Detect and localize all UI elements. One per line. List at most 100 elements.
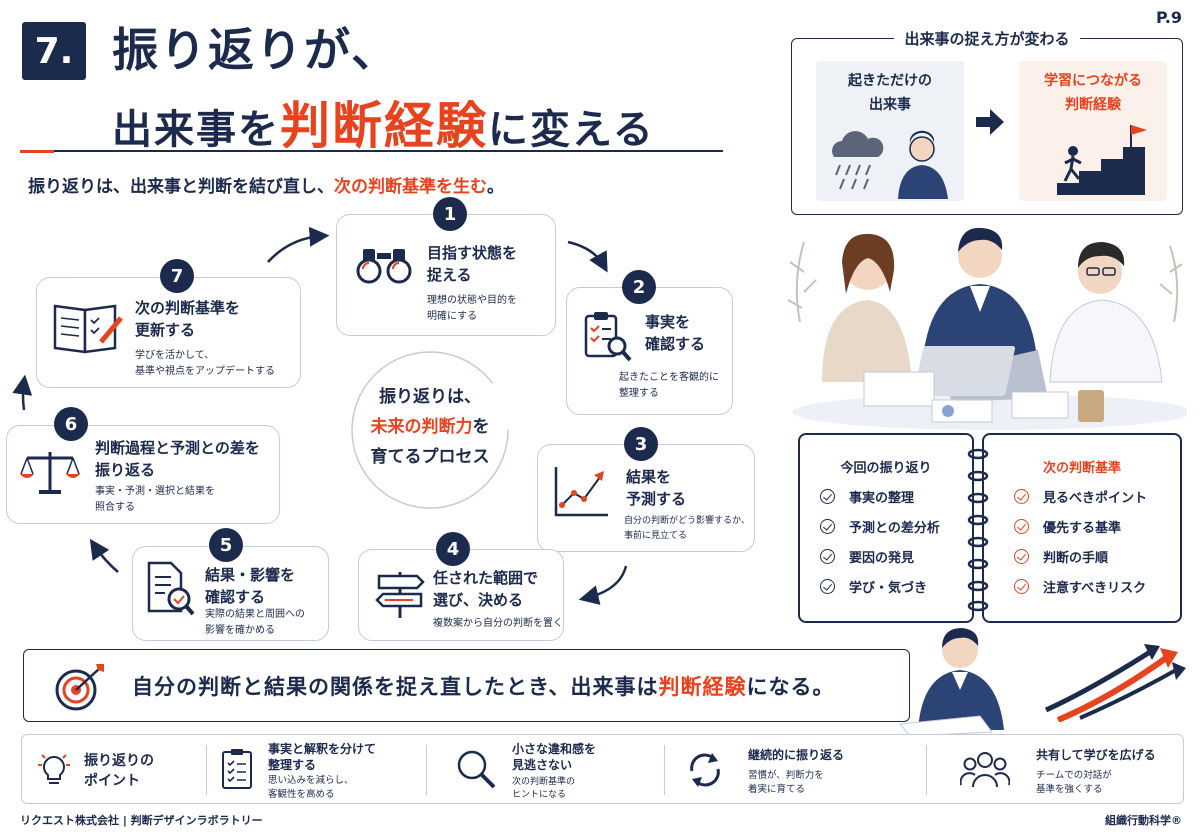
notebook-right-item: 優先する基準: [1014, 517, 1121, 536]
arrow-right-icon: [976, 109, 1004, 135]
divider: [206, 745, 207, 795]
before-label-1: 起きただけの: [848, 73, 932, 89]
step-1-title-1: 目指す状態を: [427, 244, 518, 262]
step-number-3: 3: [624, 427, 658, 461]
check-circle-icon: [1014, 489, 1029, 504]
title-line-1: 振り返りが、: [112, 23, 400, 77]
step-3-title-1: 結果を: [626, 468, 672, 486]
target-icon: [55, 664, 104, 711]
footer-brand: 組織行動科学®: [1105, 814, 1182, 827]
check-circle-icon: [820, 579, 835, 594]
notebook-left-title: 今回の振り返り: [840, 461, 932, 476]
step-4-title-1: 任された範囲で: [433, 569, 539, 587]
step-4-desc-1: 複数案から自分の判断を置く: [433, 618, 563, 629]
step-7-desc-1: 学びを活かして、: [135, 350, 215, 361]
step-7-title-2: 更新する: [135, 321, 196, 339]
point-item-heading: 振り返りの ポイント: [22, 735, 212, 805]
notebook-right-item: 見るべきポイント: [1014, 487, 1147, 506]
step-5-desc-1: 実際の結果と周囲への: [205, 609, 305, 620]
step-card-5: 結果・影響を 確認する 実際の結果と周囲への 影響を確かめる: [132, 546, 329, 641]
divider: [426, 745, 427, 795]
before-panel: 起きただけの出来事: [816, 61, 964, 201]
cycle-arrows-icon: [690, 753, 720, 787]
step-3-title-2: 予測する: [626, 490, 687, 508]
step-6-title-1: 判断過程と予測との差を: [95, 439, 260, 457]
subtitle-pre: 振り返りは、出来事と判断を結び直し、: [28, 177, 334, 197]
stairs-flag-illustration: [1057, 125, 1147, 195]
lightbulb-icon: [38, 754, 70, 784]
step-2-title-1: 事実を: [645, 313, 691, 331]
step-card-7: 次の判断基準を 更新する 学びを活かして、 基準や視点をアップデートする: [36, 277, 301, 388]
step-1-desc-1: 理想の状態や目的を: [427, 295, 517, 306]
binoculars-icon: [356, 249, 412, 284]
point-4-title-1: 共有して学びを広げる: [1036, 748, 1156, 762]
step-3-desc-2: 事前に見立てる: [624, 531, 688, 541]
divider: [926, 745, 927, 795]
arrow-5-to-6: [89, 538, 119, 573]
man-writing-illustration: [899, 628, 1004, 736]
step-card-4: 任された範囲で 選び、決める 複数案から自分の判断を置く: [358, 549, 564, 641]
checklist-icon: [222, 749, 252, 789]
title-line-2-post: に変える: [488, 107, 655, 153]
team-icon: [960, 752, 1010, 788]
point-4-desc-1: チームでの対話が: [1036, 770, 1112, 781]
point-3-title-1: 継続的に振り返る: [748, 748, 845, 762]
title-underline: [20, 150, 723, 153]
notebook-left-item: 要因の発見: [820, 547, 914, 566]
key-message-emphasis: 判断経験: [658, 675, 747, 699]
point-item: 共有して学びを広げる チームでの対話が 基準を強くする: [928, 735, 1183, 805]
step-2-desc-2: 整理する: [619, 388, 659, 399]
step-number-4: 4: [436, 532, 470, 566]
point-3-desc-2: 着実に育てる: [748, 784, 806, 795]
step-number-7: 7: [160, 259, 194, 293]
point-1-title-2: 整理する: [268, 758, 317, 772]
notebook-right-item: 注意すべきリスク: [1014, 577, 1146, 596]
rain-cloud-person-illustration: [832, 130, 948, 199]
perception-box-title: 出来事の捉え方が変わる: [894, 30, 1080, 48]
notebook-left-item: 学び・気づき: [820, 577, 927, 596]
section-number-badge: 7.: [22, 22, 86, 80]
title-underline-accent: [20, 150, 54, 153]
point-0-title-1: 振り返りの: [84, 753, 154, 769]
check-circle-icon: [1014, 519, 1029, 534]
point-item: 事実と解釈を分けて 整理する 思い込みを減らし、 客観性を高める: [208, 735, 422, 805]
point-2-desc-2: ヒントになる: [512, 790, 567, 800]
step-6-desc-1: 事実・予測・選択と結果を: [95, 486, 215, 497]
step-number-2: 2: [622, 270, 656, 304]
cycle-center-line-2: 未来の判断力を: [355, 412, 505, 442]
divider: [664, 745, 665, 795]
key-message-box: 自分の判断と結果の関係を捉え直したとき、出来事は判断経験になる。: [23, 649, 910, 722]
after-label-1: 学習につながる: [1044, 73, 1142, 89]
after-label-2: 判断経験: [1065, 97, 1121, 113]
check-circle-icon: [820, 519, 835, 534]
reflection-points-strip: 振り返りの ポイント 事実と解釈を分けて 整理する 思い込みを減らし、 客観性を…: [21, 734, 1184, 804]
footer-company: リクエスト株式会社 | 判断デザインラボラトリー: [20, 814, 263, 827]
cycle-center-emphasis: 未来の判断力: [370, 417, 473, 437]
point-0-title-2: ポイント: [84, 773, 140, 789]
step-3-desc-1: 自分の判断がどう影響するか、: [624, 516, 750, 526]
step-2-desc-1: 起きたことを客観的に: [619, 372, 719, 383]
notebook-left-page: 今回の振り返り 事実の整理 予測との差分析 要因の発見 学び・気づき: [798, 433, 974, 623]
notebook-right-title: 次の判断基準: [1042, 461, 1121, 476]
point-2-title-1: 小さな違和感を: [512, 742, 597, 756]
notebook-pen-icon: [53, 304, 123, 354]
arrow-7-to-1: [267, 226, 330, 263]
key-message-pre: 自分の判断と結果の関係を捉え直したとき、出来事は: [132, 675, 659, 699]
step-number-6: 6: [54, 407, 88, 441]
signpost-icon: [375, 572, 425, 618]
scale-icon: [20, 452, 80, 494]
step-1-title-2: 捉える: [427, 266, 472, 284]
cycle-center-text: 振り返りは、 未来の判断力を 育てるプロセス: [355, 382, 505, 472]
step-5-desc-2: 影響を確かめる: [205, 625, 275, 636]
notebook-left-item: 事実の整理: [820, 487, 914, 506]
point-1-title-1: 事実と解釈を分けて: [268, 742, 377, 756]
step-5-title-2: 確認する: [205, 588, 266, 606]
key-message-text: 自分の判断と結果の関係を捉え直したとき、出来事は判断経験になる。: [132, 671, 835, 701]
point-4-desc-2: 基準を強くする: [1036, 784, 1103, 795]
step-5-title-1: 結果・影響を: [205, 566, 296, 584]
step-4-title-2: 選び、決める: [433, 591, 524, 609]
point-3-desc-1: 習慣が、判断力を: [748, 770, 824, 781]
step-card-2: 事実を 確認する 起きたことを客観的に 整理する: [566, 287, 733, 415]
perception-change-box: 出来事の捉え方が変わる 起きただけの出来事 学習につながる判断経験: [791, 30, 1183, 215]
step-card-1: 目指す状態を 捉える 理想の状態や目的を 明確にする: [336, 214, 556, 336]
